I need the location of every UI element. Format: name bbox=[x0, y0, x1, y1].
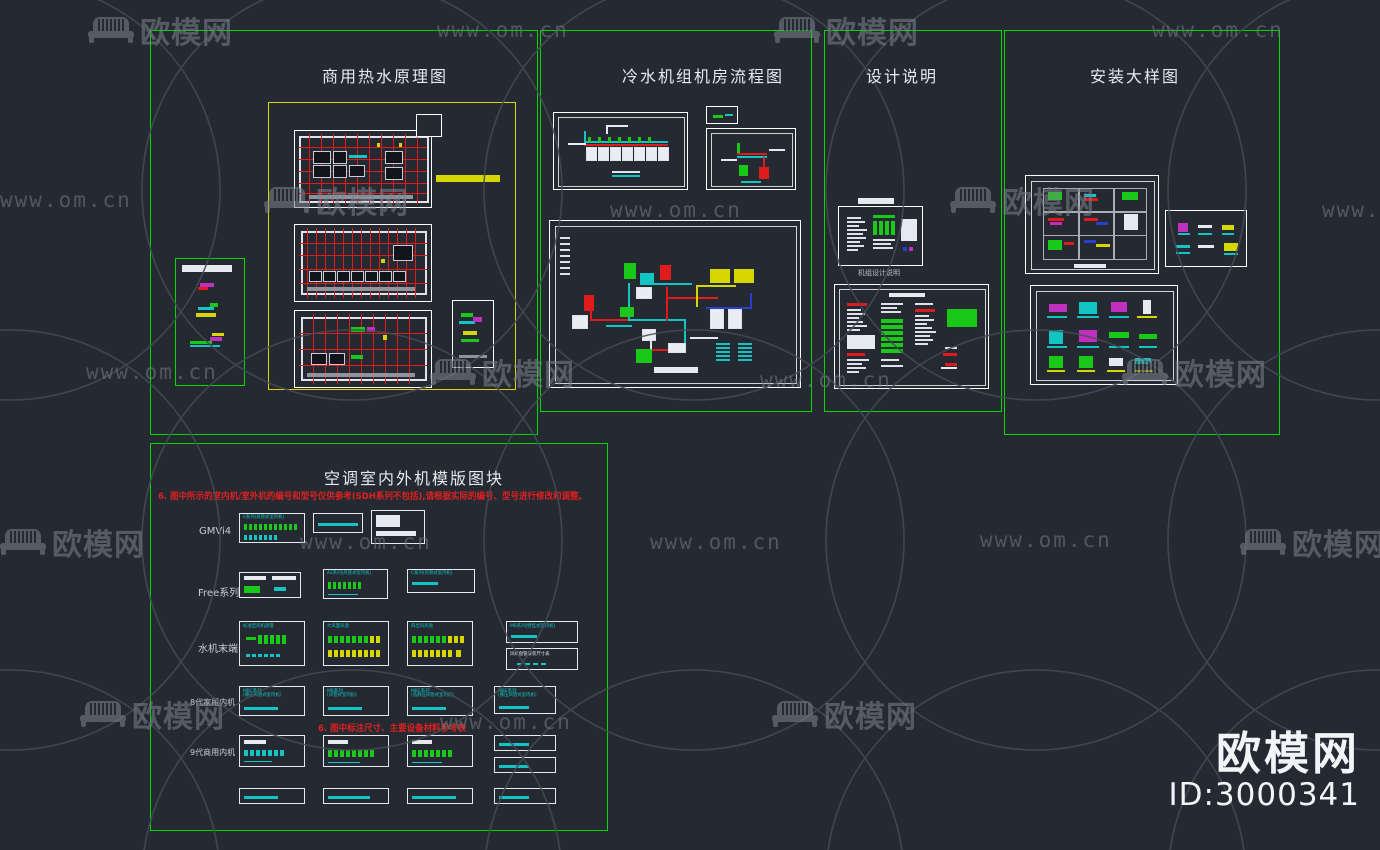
watermark-url: www.om.cn bbox=[0, 188, 132, 212]
ac-row-label-gen9-commercial: 9代商用内机 bbox=[190, 748, 236, 757]
watermark-url: www.om.cn bbox=[650, 530, 782, 554]
viewport-title-ac-blocks: 空调室内外机模版图块 bbox=[324, 469, 505, 488]
sofa-icon bbox=[80, 701, 126, 727]
viewport-title-chiller: 冷水机组机房流程图 bbox=[622, 67, 785, 86]
ac-row-label-free: Free系列 bbox=[198, 588, 240, 599]
viewport-title-design-doc: 设计说明 bbox=[866, 67, 939, 86]
watermark-brand-text: 欧模网 bbox=[1292, 528, 1380, 563]
watermark-brand-text: 欧模网 bbox=[824, 700, 917, 735]
viewport-title-install: 安装大样图 bbox=[1090, 67, 1181, 86]
brand-name: 欧模网 bbox=[1215, 726, 1360, 780]
viewport-hot-water[interactable] bbox=[150, 30, 538, 435]
brand-watermark: 欧模网 ID:3000341 bbox=[1168, 726, 1360, 814]
watermark-logo: 欧模网 bbox=[0, 520, 145, 564]
ac-blocks-note-mid: 6. 图中标注尺寸、主要设备材料参考表 bbox=[318, 723, 467, 735]
design-doc-caption: 机组设计说明 bbox=[858, 269, 900, 277]
ac-row-label-gmvi4: GMVi4 bbox=[199, 526, 232, 537]
sofa-icon bbox=[1240, 529, 1286, 555]
watermark-logo: 欧模网 bbox=[1240, 520, 1380, 564]
model-id: ID:3000341 bbox=[1168, 776, 1360, 813]
viewport-install-detail[interactable] bbox=[1004, 30, 1280, 435]
viewport-title-hot-water: 商用热水原理图 bbox=[322, 67, 449, 86]
sofa-icon bbox=[772, 701, 818, 727]
watermark-url: www.om.cn bbox=[1322, 198, 1380, 222]
ac-row-label-water-terminal: 水机末端 bbox=[198, 644, 238, 655]
viewport-design-doc[interactable] bbox=[824, 30, 1002, 412]
watermark-logo: 欧模网 bbox=[772, 692, 917, 736]
watermark-brand-text: 欧模网 bbox=[52, 528, 145, 563]
viewport-chiller[interactable] bbox=[540, 30, 812, 412]
ac-blocks-note-top: 6. 图中所示的室内机/室外机的编号和型号仅供参考(SDH系列不包括),请根据实… bbox=[158, 491, 588, 503]
ac-row-label-gen8-home: 8代家用内机 bbox=[190, 698, 236, 707]
sofa-icon bbox=[88, 17, 134, 43]
watermark-url: www.om.cn bbox=[980, 528, 1112, 552]
sofa-icon bbox=[0, 529, 46, 555]
